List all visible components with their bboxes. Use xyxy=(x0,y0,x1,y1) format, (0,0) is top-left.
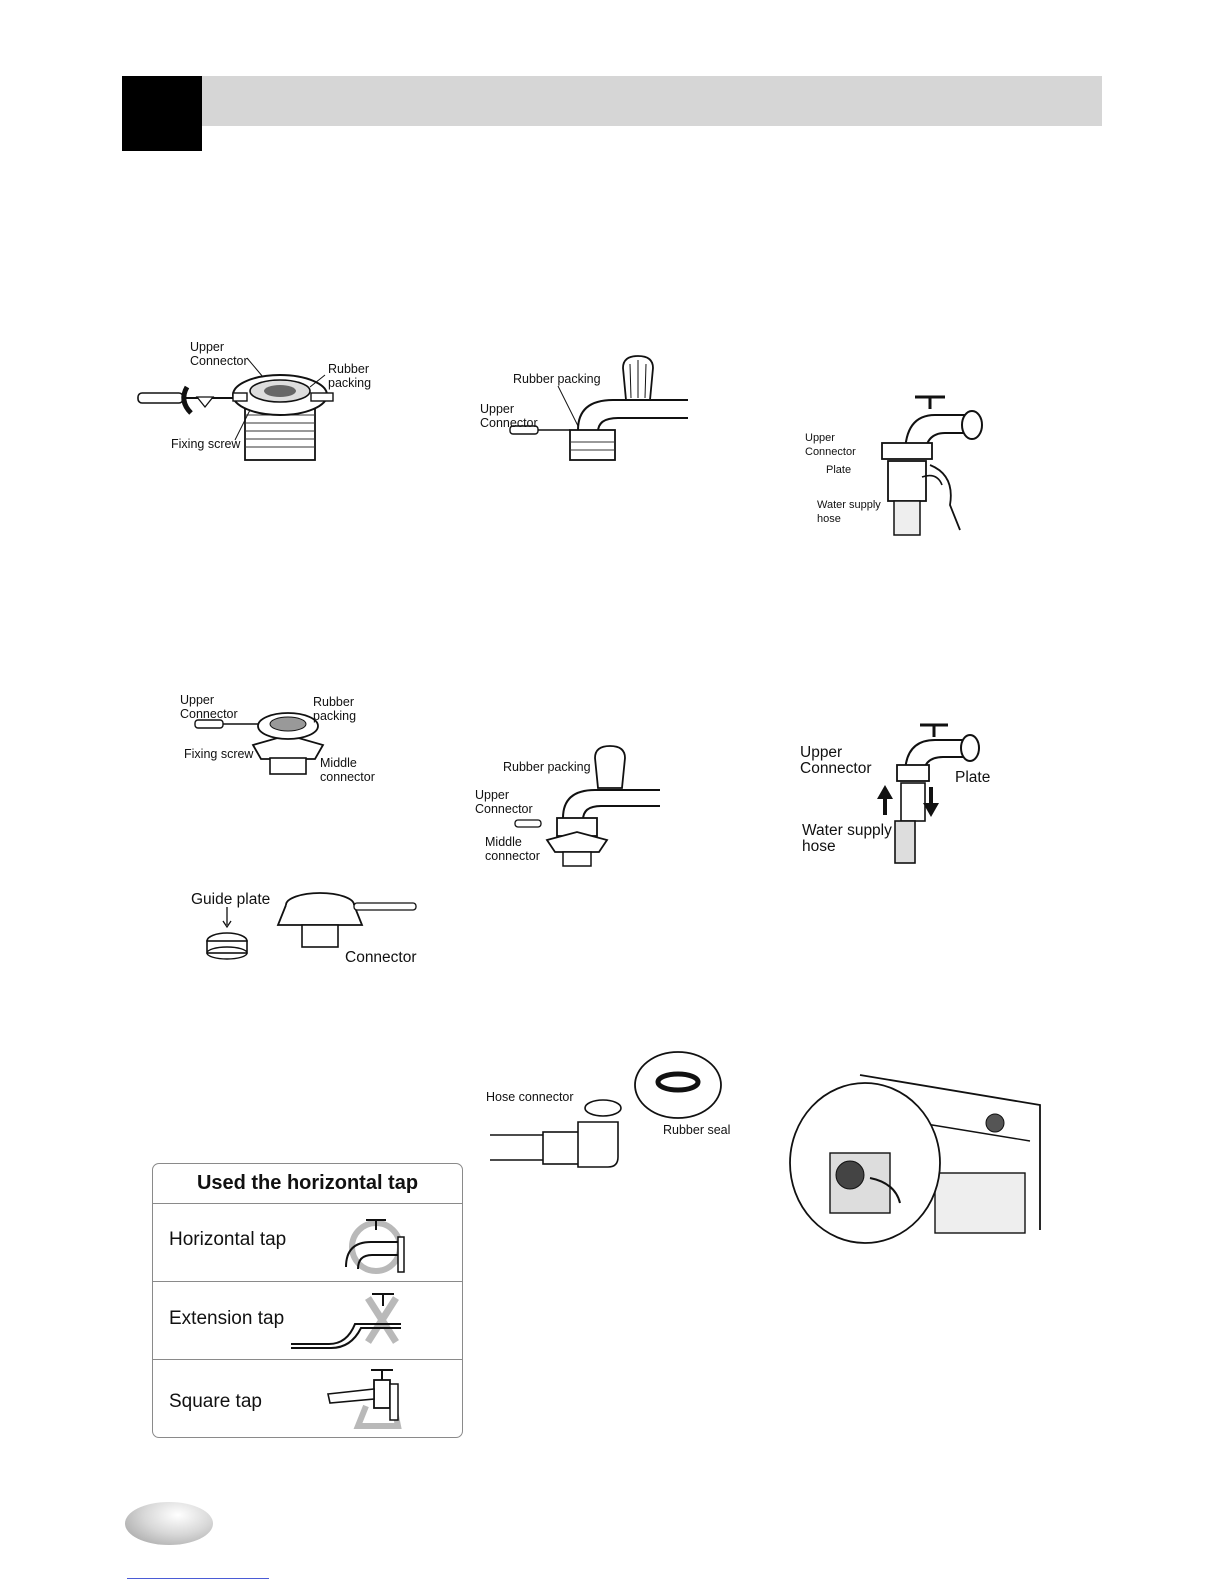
label-plate: Plate xyxy=(955,769,991,786)
figure-hose-connector-seal: Hose connector Rubber seal xyxy=(486,1050,733,1170)
figure-washer-inlet xyxy=(789,1063,1045,1244)
label-upper-connector: Upper Connector xyxy=(180,693,238,721)
tap-type-table: Used the horizontal tap Horizontal tap E… xyxy=(152,1163,463,1438)
tap-row-extension: Extension tap xyxy=(153,1282,462,1360)
tap-row-horizontal: Horizontal tap xyxy=(153,1204,462,1282)
page-number-badge xyxy=(125,1502,213,1545)
label-fixing-screw: Fixing screw xyxy=(184,747,254,761)
label-hose-connector: Hose connector xyxy=(486,1090,574,1104)
guide-plate-illustration xyxy=(206,892,417,960)
label-upper-connector: Upper Connector xyxy=(475,788,533,816)
section-marker xyxy=(122,76,202,151)
label-guide-plate: Guide plate xyxy=(191,891,271,908)
label-middle-connector: Middle connector xyxy=(485,835,540,863)
figure-upper-connector-screw: Upper Connector Rubber packing Fixing sc… xyxy=(135,335,395,465)
figure-guide-plate-connector: Guide plate Connector xyxy=(190,885,430,975)
label-rubber-seal: Rubber seal xyxy=(663,1123,731,1137)
figure-tap-upper-connector: Rubber packing Upper Connector xyxy=(478,350,688,470)
label-plate: Plate xyxy=(826,464,852,476)
label-middle-connector: Middle connector xyxy=(320,756,375,784)
extension-tap-icon xyxy=(291,1293,401,1349)
tap-middle-illustration xyxy=(514,745,660,867)
tap-row-square: Square tap xyxy=(153,1360,462,1437)
label-rubber-packing: Rubber packing xyxy=(328,362,372,390)
middle-connector-illustration xyxy=(194,712,325,775)
tap-row-label: Horizontal tap xyxy=(169,1229,287,1250)
tap-hand-illustration xyxy=(881,395,983,536)
label-rubber-packing: Rubber packing xyxy=(313,695,357,723)
label-rubber-packing: Rubber packing xyxy=(503,760,591,774)
tap-hose-illustration xyxy=(877,723,980,864)
label-upper-connector: Upper Connector xyxy=(190,340,248,368)
label-upper-connector: Upper Connector xyxy=(800,744,872,777)
label-fixing-screw: Fixing screw xyxy=(171,437,241,451)
tap-row-label: Extension tap xyxy=(169,1308,285,1329)
section-header-bar xyxy=(202,76,1102,126)
square-tap-icon xyxy=(327,1369,402,1429)
label-connector: Connector xyxy=(345,949,417,966)
figure-tap-plate-hose: Upper Connector Plate Water supply hose xyxy=(805,385,990,536)
tap-table-title: Used the horizontal tap xyxy=(153,1164,462,1204)
label-rubber-packing: Rubber packing xyxy=(513,372,601,386)
connector-illustration xyxy=(137,357,334,461)
horizontal-tap-icon xyxy=(345,1219,405,1274)
label-upper-connector: Upper Connector xyxy=(805,432,856,458)
label-water-supply-hose: Water supply hose xyxy=(802,822,892,855)
tap-row-label: Square tap xyxy=(169,1391,262,1412)
label-water-supply-hose: Water supply hose xyxy=(817,499,881,525)
tap-illustration xyxy=(509,355,688,461)
figure-tap-middle-connector: Rubber packing Upper Connector Middle co… xyxy=(475,740,675,880)
footer-link-underline xyxy=(127,1578,269,1579)
figure-middle-connector: Upper Connector Rubber packing Fixing sc… xyxy=(178,690,378,790)
washer-back-illustration xyxy=(789,1074,1041,1244)
figure-tap-plate-hose-2: Upper Connector Plate Water supply hose xyxy=(800,715,990,865)
label-upper-connector: Upper Connector xyxy=(480,402,538,430)
hose-connector-illustration xyxy=(490,1051,722,1168)
